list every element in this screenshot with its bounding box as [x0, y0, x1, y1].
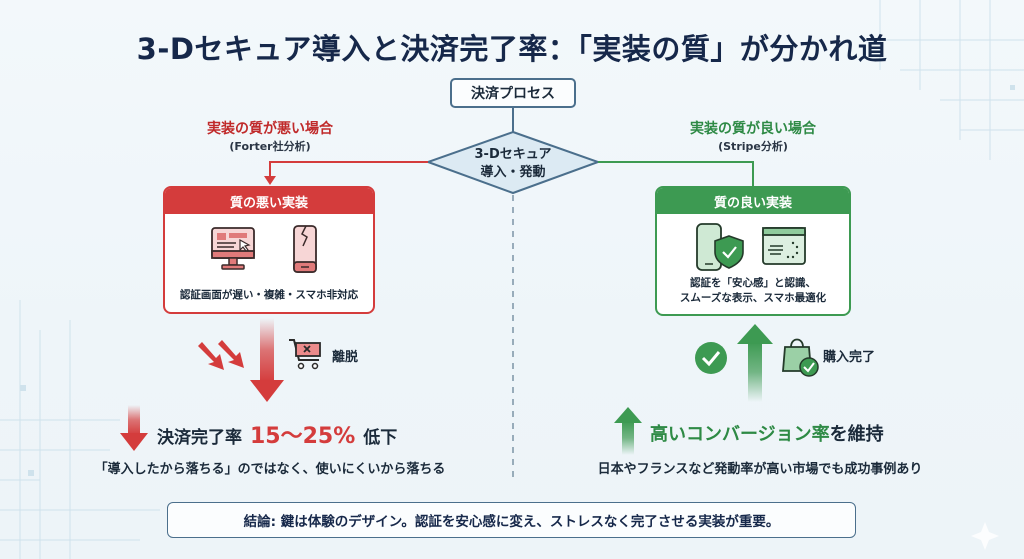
purchase-complete-label: 購入完了 — [823, 350, 876, 365]
result-suffix: 低下 — [363, 428, 398, 448]
bad-heading: 実装の質が悪い場合 — [207, 121, 333, 137]
good-source: (Stripe分析) — [718, 140, 788, 153]
abandon-label: 離脱 — [332, 350, 359, 365]
bad-note: 「導入したから落ちる」のではなく、使いにくいから落ちる — [94, 462, 446, 477]
good-implementation-card: 質の良い実装 認証を「安心感」と認識、 スムーズな表示、スマホ最適化 — [655, 186, 851, 316]
loading-window-icon — [762, 227, 806, 265]
down-arrows-icon — [198, 318, 284, 402]
conclusion-box: 結論: 鍵は体験のデザイン。認証を安心感に変え、ストレスなく完了させる実装が重要… — [167, 502, 856, 538]
bad-source: (Forter社分析) — [229, 140, 311, 153]
down-arrow-small-icon — [120, 405, 148, 451]
good-card-text: 認証を「安心感」と認識、 スムーズな表示、スマホ最適化 — [657, 276, 849, 306]
decision-line1: 3-Dセキュア — [474, 147, 552, 162]
result-value: 15〜25% — [250, 424, 356, 449]
cart-abandon-icon — [289, 339, 321, 370]
good-card-text-line1: 認証を「安心感」と認識、 — [690, 277, 816, 289]
good-result-suffix: を維持 — [829, 424, 884, 445]
up-arrow-small-icon — [614, 407, 642, 455]
process-box: 決済プロセス — [450, 78, 576, 108]
decision-label: 3-Dセキュア 導入・発動 — [430, 146, 596, 182]
good-result: 高いコンバージョン率を維持 — [650, 420, 884, 446]
good-card-title: 質の良い実装 — [657, 188, 849, 214]
good-result-highlight: 高いコンバージョン率 — [650, 424, 830, 445]
result-prefix: 決済完了率 — [157, 428, 242, 448]
up-arrow-icon — [737, 324, 773, 402]
bad-result: 決済完了率 15〜25% 低下 — [157, 418, 397, 450]
bad-implementation-card: 質の悪い実装 認証画面が遅い・複雑・スマホ非対応 — [163, 186, 375, 314]
decision-diamond — [425, 130, 601, 195]
check-circle-icon — [695, 342, 727, 374]
page-title: 3-Dセキュア導入と決済完了率：「実装の質」が分かれ道 — [136, 32, 888, 66]
bad-card-text: 認証画面が遅い・複雑・スマホ非対応 — [179, 289, 359, 301]
good-note: 日本やフランスなど発動率が高い市場でも成功事例あり — [597, 462, 923, 477]
good-heading: 実装の質が良い場合 — [690, 121, 816, 137]
cracked-phone-icon — [293, 225, 317, 273]
shopping-bag-check-icon — [782, 338, 819, 377]
monitor-with-cursor-icon — [211, 227, 255, 270]
decision-line2: 導入・発動 — [480, 165, 546, 180]
phone-shield-check-icon — [696, 223, 744, 271]
good-card-text-line2: スムーズな表示、スマホ最適化 — [679, 292, 827, 304]
bad-card-title: 質の悪い実装 — [165, 188, 373, 214]
